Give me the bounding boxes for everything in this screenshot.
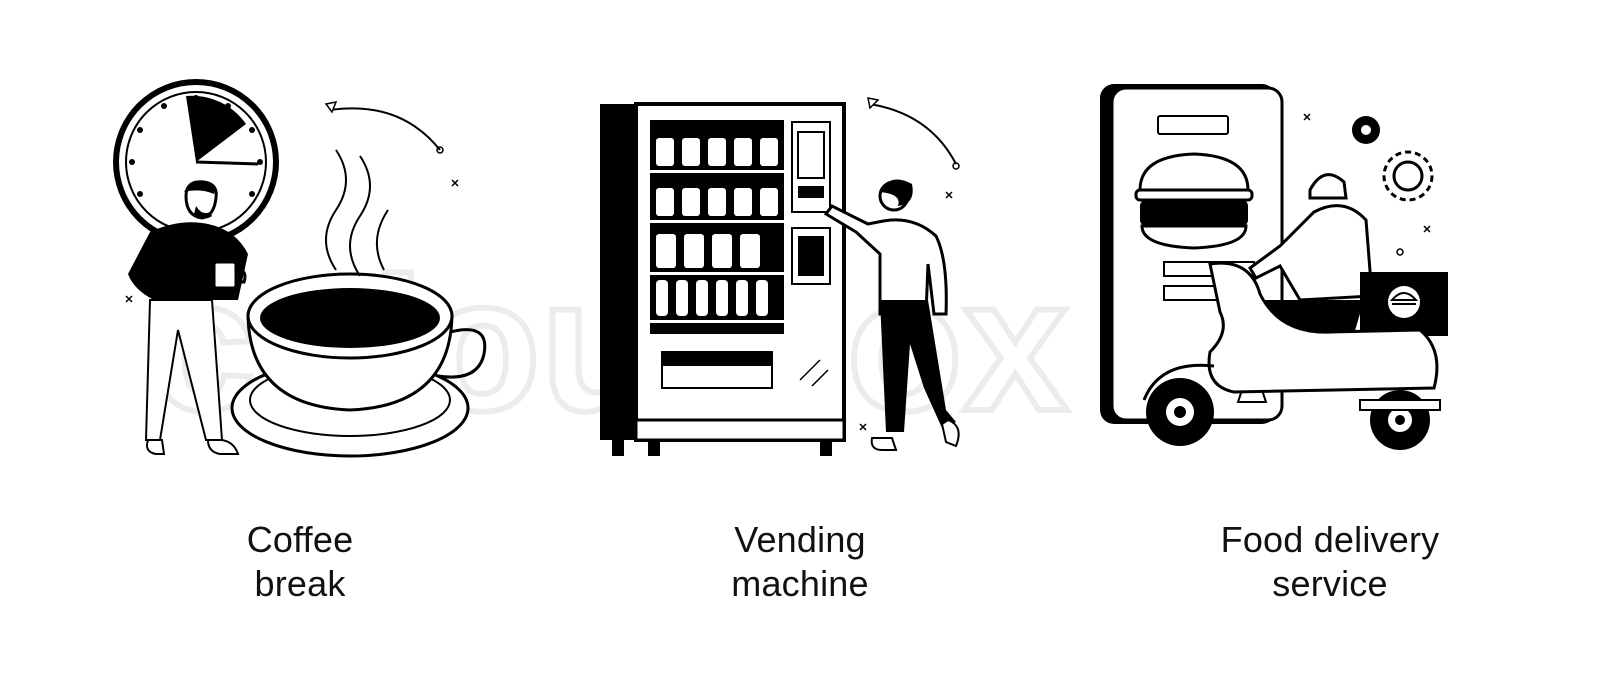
food-delivery-panel: Food delivery service [1060, 0, 1600, 686]
woman-figure [823, 179, 960, 451]
coffee-break-illustration [113, 79, 487, 458]
clock-icon [113, 79, 279, 245]
courier-scooter-icon [1142, 173, 1448, 450]
food-delivery-illustration [1100, 84, 1448, 450]
coffee-cup-icon [230, 149, 487, 458]
caption-line-1: Vending [734, 519, 866, 560]
caption-line-2: service [1272, 563, 1388, 604]
caption-line-2: break [254, 563, 346, 604]
coffee-break-caption: Coffee break [0, 518, 600, 606]
caption-line-2: machine [731, 563, 869, 604]
vending-machine-panel: Vending machine [560, 0, 1040, 686]
arrow-arc-icon [125, 100, 459, 303]
food-delivery-caption: Food delivery service [1060, 518, 1600, 606]
caption-line-1: Food delivery [1220, 519, 1440, 560]
gear-icon [1303, 113, 1434, 256]
arrow-arc-icon [859, 97, 960, 431]
vending-machine-illustration [600, 97, 960, 456]
burger-icon [1134, 152, 1254, 250]
caption-line-1: Coffee [246, 519, 354, 560]
vending-machine-icon [600, 102, 846, 456]
coffee-break-panel: Coffee break [0, 0, 600, 686]
vending-machine-caption: Vending machine [560, 518, 1040, 606]
man-figure [128, 180, 248, 455]
